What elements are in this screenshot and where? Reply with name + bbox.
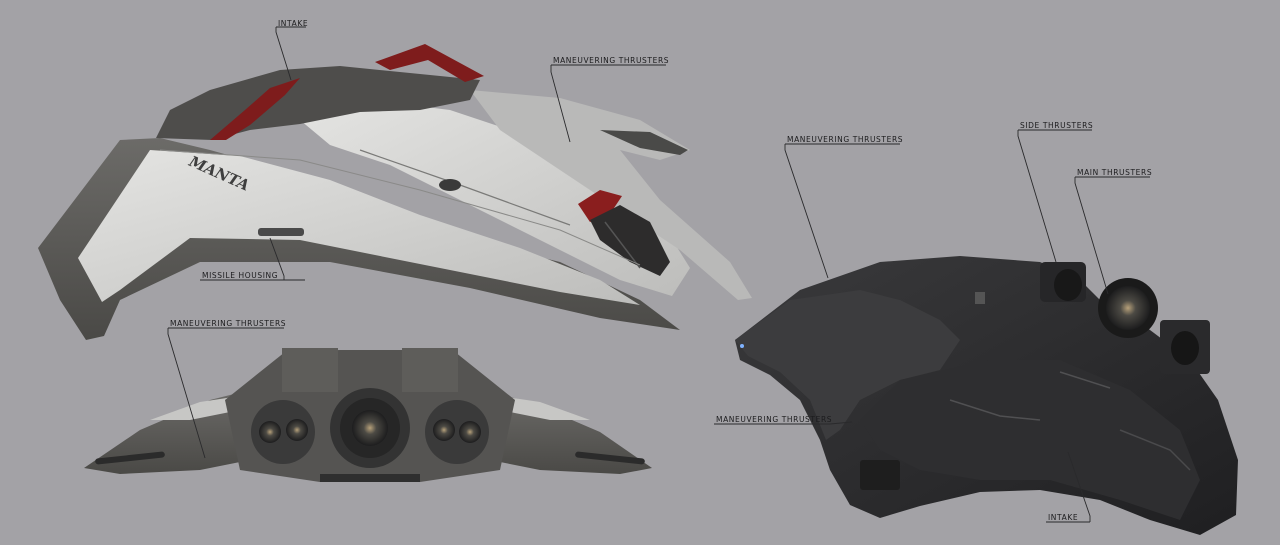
rear-right-wing-skin	[500, 396, 590, 420]
rear-right-slot	[575, 451, 645, 465]
canopy	[590, 205, 670, 276]
callout-side-thrusters: SIDE THRUSTERS	[1020, 121, 1094, 130]
ship-rear-view	[84, 348, 652, 482]
callout-leaders	[167, 26, 1150, 523]
nav-light	[740, 344, 744, 348]
callout-missile-housing: MISSILE HOUSING	[202, 271, 279, 280]
callout-intake-underside: INTAKE	[1048, 513, 1079, 522]
rear-left-nozzle	[251, 400, 315, 464]
callout-maneuvering-thrusters-rear: MANEUVERING THRUSTERS	[170, 319, 287, 328]
red-stripe-canopy-top	[375, 44, 484, 82]
red-stripe-intake	[210, 78, 300, 140]
rear-right-nozzle	[425, 400, 489, 464]
rear-left-slot	[95, 451, 165, 465]
rear-top-fin-left	[282, 348, 338, 392]
ship-top-view: MANTA	[38, 44, 752, 340]
rear-top-fin-right	[402, 348, 458, 392]
rear-left-wing-skin	[150, 396, 240, 420]
callout-main-thrusters: MAIN THRUSTERS	[1077, 168, 1153, 177]
missile-vent	[258, 228, 304, 236]
red-stripe-canopy	[578, 190, 622, 222]
sensor-dome	[439, 179, 461, 191]
underside-left-wing	[735, 290, 960, 440]
right-wing-edge	[600, 130, 688, 155]
ship-underside-view	[735, 256, 1238, 535]
callout-maneuvering-thrusters-underside-bottom: MANEUVERING THRUSTERS	[716, 415, 833, 424]
left-wing-skin	[78, 150, 640, 305]
callout-maneuvering-thrusters-underside-top: MANEUVERING THRUSTERS	[787, 135, 904, 144]
callout-intake-top: INTAKE	[278, 19, 309, 28]
callout-maneuvering-thrusters-top: MANEUVERING THRUSTERS	[553, 56, 670, 65]
underside-belly	[860, 360, 1200, 520]
